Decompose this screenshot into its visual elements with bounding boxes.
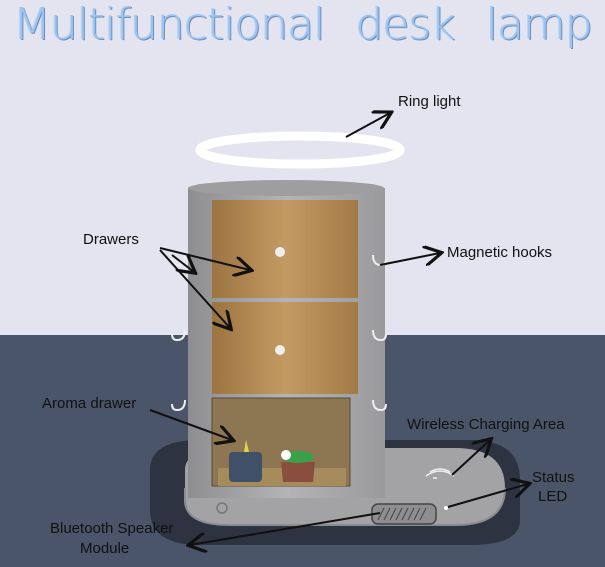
candle — [229, 452, 262, 482]
drawer-middle — [212, 302, 358, 394]
label-speaker-line2: Module — [80, 540, 130, 557]
label-aroma-drawer: Aroma drawer — [42, 395, 137, 412]
label-status-led-line2: LED — [538, 488, 568, 505]
page-title: Multifunctional desk lamp — [13, 0, 593, 50]
label-speaker-line1: Bluetooth Speaker — [50, 520, 174, 537]
label-magnetic-hooks: Magnetic hooks — [447, 244, 553, 261]
annotation-arrows — [149, 113, 528, 545]
ring-light — [195, 131, 405, 169]
status-led — [444, 506, 448, 510]
drawer-top — [212, 200, 358, 298]
label-wireless-charging: Wireless Charging Area — [407, 416, 565, 433]
logo-icon — [216, 502, 228, 514]
speaker-grille — [371, 503, 437, 525]
label-drawers: Drawers — [83, 231, 139, 248]
plant-pot — [281, 462, 315, 482]
label-status-led-line1: Status — [532, 469, 575, 486]
label-ring-light: Ring light — [398, 93, 461, 110]
